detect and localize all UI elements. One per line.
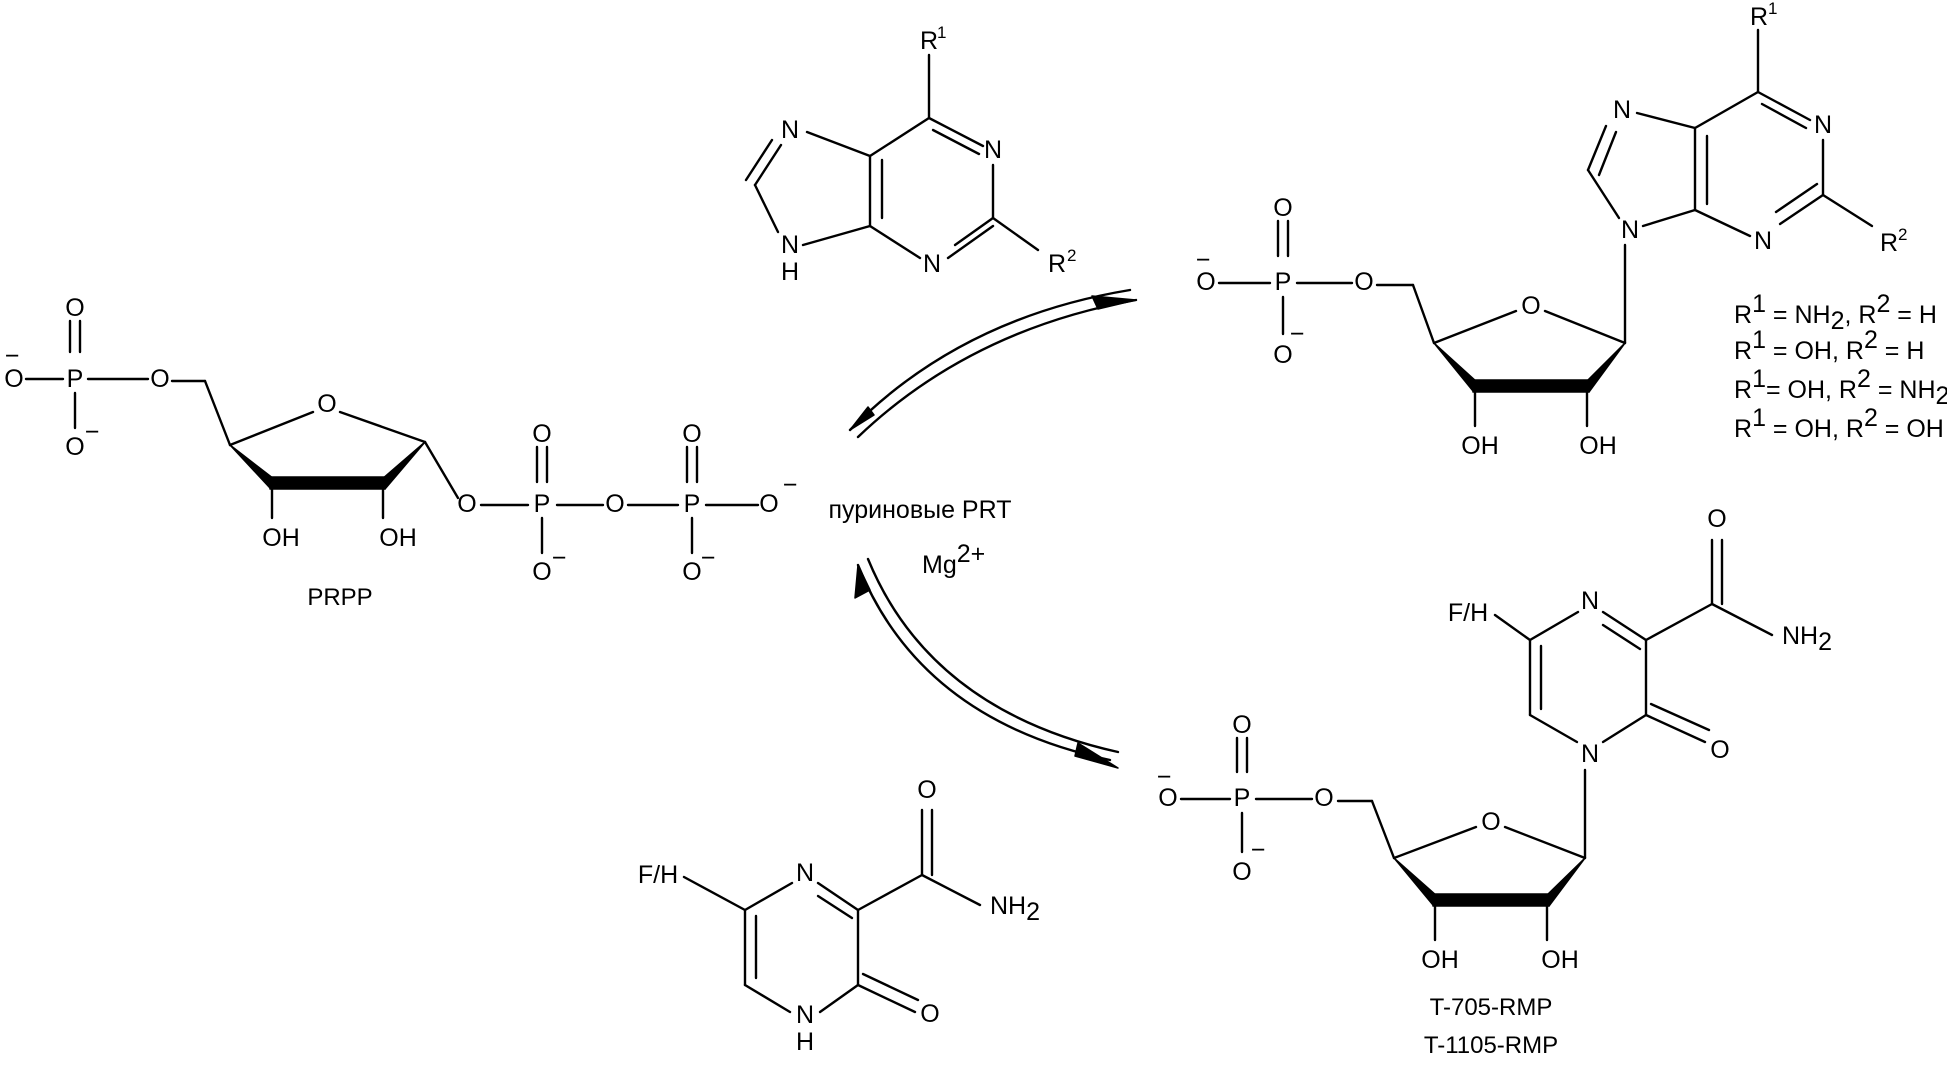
prpp-bridge-o: O	[605, 490, 624, 518]
pyrazine-n1: N	[796, 1001, 814, 1029]
favipiravir-ribophosphate-molecule: O P O − O − O O OH OH N F/H N O	[1157, 505, 1832, 1059]
rmp-oxo-o: O	[1710, 736, 1729, 764]
rmp-caption-1: T-705-RMP	[1430, 994, 1553, 1021]
prpp-phosphate-o-top: O	[65, 294, 84, 322]
substituent-row: R1 = OH, R2 = H	[1734, 326, 1924, 365]
rmp-phosphorus: P	[1234, 784, 1251, 812]
nucleotide-r2-label: R	[1880, 229, 1898, 257]
pyrazine-amide-nh2: NH2	[990, 892, 1040, 926]
prpp-charge: −	[552, 544, 567, 572]
prpp-charge: −	[85, 418, 100, 446]
rmp-n4: N	[1581, 587, 1599, 615]
prpp-ester-o: O	[150, 365, 169, 393]
pyrazine-base-molecule: F/H N N H O O NH2	[638, 776, 1040, 1056]
substituent-row: R1 = OH, R2 = OH	[1734, 404, 1944, 443]
pyrazine-oxo-o: O	[920, 1000, 939, 1028]
prpp-alpha-o-top: O	[532, 420, 551, 448]
nucleotide-ring-o: O	[1521, 292, 1540, 320]
prpp-charge: −	[783, 471, 798, 499]
prpp-phosphorus-beta: P	[684, 490, 701, 518]
prpp-beta-o-top: O	[682, 420, 701, 448]
superscript: 2	[1067, 246, 1076, 265]
rmp-charge: −	[1251, 836, 1266, 864]
prpp-molecule: O P O − O − O O OH OH O P O O − O	[4, 294, 797, 611]
nucleotide-ester-o: O	[1354, 268, 1373, 296]
purine-n7: N	[781, 116, 799, 144]
prpp-beta-o-right: O	[759, 490, 778, 518]
purine-r2-label: R	[1048, 250, 1066, 278]
prpp-charge: −	[5, 342, 20, 370]
prpp-phosphorus-alpha: P	[534, 490, 551, 518]
prpp-oh-2: OH	[379, 524, 417, 552]
nucleotide-charge: −	[1196, 246, 1211, 274]
prpp-charge: −	[701, 544, 716, 572]
pyrazine-n1-h: H	[796, 1028, 814, 1056]
pyrazine-amide-o: O	[917, 776, 936, 804]
rmp-amide-o: O	[1707, 505, 1726, 533]
superscript: 1	[1768, 0, 1777, 18]
nucleotide-oh-2: OH	[1579, 432, 1617, 460]
purine-r1-label: R	[920, 27, 938, 55]
rmp-n1: N	[1581, 740, 1599, 768]
nucleotide-n3: N	[1754, 227, 1772, 255]
prpp-ring-o: O	[317, 390, 336, 418]
prpp-oh-3: OH	[262, 524, 300, 552]
nucleotide-phosphorus: P	[1275, 268, 1292, 296]
rmp-phosphate-o-top: O	[1232, 711, 1251, 739]
nucleotide-n9: N	[1621, 216, 1639, 244]
nucleotide-n7: N	[1613, 96, 1631, 124]
enzyme-label: пуриновые PRT	[829, 496, 1012, 524]
purine-base-molecule: R 1 N N R 2 N N H	[744, 23, 1076, 286]
prpp-beta-o-bottom: O	[682, 558, 701, 586]
rmp-ring-o: O	[1481, 808, 1500, 836]
rmp-fh-label: F/H	[1448, 599, 1488, 627]
rmp-amide-nh2: NH2	[1782, 622, 1832, 656]
prpp-glycosidic-o: O	[457, 490, 476, 518]
rmp-phosphate-o-bottom: O	[1232, 858, 1251, 886]
lower-equilibrium-arrow	[854, 557, 1120, 769]
substituent-legend: R1 = NH2, R2 = H R1 = OH, R2 = H R1= OH,…	[1734, 290, 1947, 443]
prpp-caption: PRPP	[307, 584, 372, 611]
prpp-phosphate-o-bottom: O	[65, 433, 84, 461]
purine-n9: N	[781, 231, 799, 259]
substituent-row: R1= OH, R2 = NH2	[1734, 365, 1947, 410]
upper-equilibrium-arrow	[848, 288, 1138, 439]
rmp-phosphate-o-left: O	[1158, 784, 1177, 812]
prpp-phosphate-o-left: O	[4, 365, 23, 393]
rmp-oh-3: OH	[1421, 946, 1459, 974]
nucleotide-n1: N	[1814, 111, 1832, 139]
nucleotide-r1-label: R	[1750, 3, 1768, 31]
nucleotide-phosphate-o-top: O	[1273, 194, 1292, 222]
purine-n1: N	[984, 136, 1002, 164]
cofactor-label: Mg2+	[922, 540, 985, 579]
rmp-caption-2: T-1105-RMP	[1424, 1032, 1558, 1059]
purine-nucleotide-molecule: O P O − O − O O OH OH N N R 1 N	[1196, 0, 1908, 460]
substituent-row: R1 = NH2, R2 = H	[1734, 290, 1937, 335]
rmp-ester-o: O	[1314, 784, 1333, 812]
nucleotide-phosphate-o-left: O	[1196, 268, 1215, 296]
rmp-charge: −	[1157, 763, 1172, 791]
prpp-phosphorus: P	[67, 365, 84, 393]
purine-n9-h: H	[781, 258, 799, 286]
pyrazine-n4: N	[796, 859, 814, 887]
rmp-oh-2: OH	[1541, 946, 1579, 974]
nucleotide-phosphate-o-bottom: O	[1273, 341, 1292, 369]
nucleotide-oh-3: OH	[1461, 432, 1499, 460]
purine-n3: N	[923, 250, 941, 278]
pyrazine-fh-label: F/H	[638, 861, 678, 889]
superscript: 1	[937, 23, 946, 42]
superscript: 2	[1898, 225, 1907, 244]
prpp-alpha-o-bottom: O	[532, 558, 551, 586]
nucleotide-charge: −	[1290, 320, 1305, 348]
